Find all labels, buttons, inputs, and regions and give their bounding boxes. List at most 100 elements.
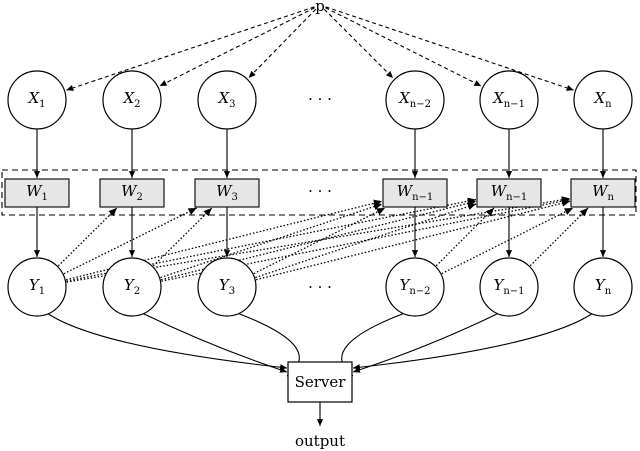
w-box-label-1: W1 bbox=[26, 182, 48, 203]
x-node-4 bbox=[385, 70, 445, 130]
w-box-label-3-subscript: 3 bbox=[232, 192, 238, 203]
x-node-label-5: Xn−1 bbox=[492, 89, 525, 110]
y-node-label-1-subscript: 1 bbox=[39, 286, 45, 297]
edge-p-to-x1 bbox=[66, 6, 315, 91]
y-node-label-5-subscript: n−1 bbox=[503, 286, 524, 297]
output-label: output bbox=[295, 432, 345, 450]
y-node-6 bbox=[573, 257, 633, 317]
edge-y6-to-server bbox=[352, 312, 594, 371]
w-box-label-6-base: W bbox=[592, 182, 609, 200]
w-box-label-4: Wn−1 bbox=[397, 182, 434, 203]
x-node-5 bbox=[479, 70, 539, 130]
y-node-label-4-subscript: n−2 bbox=[409, 286, 430, 297]
x-node-2 bbox=[102, 70, 162, 130]
ellipsis-w-row: · · · bbox=[308, 182, 332, 200]
server-label: Server bbox=[295, 373, 347, 391]
edge-p-to-x5 bbox=[325, 7, 482, 87]
w-box-label-4-subscript: n−1 bbox=[412, 192, 433, 203]
w-box-2 bbox=[99, 178, 165, 208]
edge-y5-to-w6 bbox=[529, 207, 589, 267]
x-node-6 bbox=[573, 70, 633, 130]
w-box-6 bbox=[570, 178, 636, 208]
w-box-label-1-subscript: 1 bbox=[42, 192, 48, 203]
edge-y5-to-server bbox=[352, 312, 500, 373]
x-node-label-1-base: X bbox=[27, 89, 40, 107]
w-box-label-2: W2 bbox=[121, 182, 143, 203]
y-node-label-1: Y1 bbox=[29, 276, 45, 297]
w-box-label-6: Wn bbox=[592, 182, 614, 203]
w-box-1 bbox=[4, 178, 70, 208]
x-node-label-3-base: X bbox=[217, 89, 230, 107]
y-node-3 bbox=[197, 257, 257, 317]
y-node-label-4-base: Y bbox=[399, 276, 411, 294]
y-node-label-1-base: Y bbox=[29, 276, 41, 294]
x-node-label-4-subscript: n−2 bbox=[410, 99, 431, 110]
y-node-4 bbox=[385, 257, 445, 317]
x-node-label-3: X3 bbox=[217, 89, 235, 110]
w-box-label-4-base: W bbox=[397, 182, 414, 200]
y-node-label-2-subscript: 2 bbox=[134, 286, 140, 297]
ellipsis-y-row: · · · bbox=[308, 278, 332, 296]
y-node-label-3-subscript: 3 bbox=[229, 286, 235, 297]
edge-y1-to-w3 bbox=[63, 207, 197, 275]
x-node-3 bbox=[197, 70, 257, 130]
edge-y2-to-w6 bbox=[161, 197, 571, 282]
x-node-label-4-base: X bbox=[398, 89, 411, 107]
x-node-label-6-subscript: n bbox=[605, 99, 612, 110]
edge-p-to-x3 bbox=[248, 8, 317, 79]
y-node-label-6-subscript: n bbox=[605, 286, 612, 297]
edge-y2-to-w5 bbox=[160, 199, 477, 281]
w-box-4 bbox=[382, 178, 448, 208]
x-node-label-4: Xn−2 bbox=[398, 89, 431, 110]
source-node-label: p bbox=[315, 0, 325, 15]
w-box-label-5: Wn−1 bbox=[491, 182, 528, 203]
y-node-label-6: Yn bbox=[595, 276, 612, 297]
nodes: X1W1Y1X2W2Y2X3W3Y3Xn−2Wn−1Yn−2Xn−1Wn−1Yn… bbox=[4, 70, 636, 317]
edge-y3-to-w5 bbox=[255, 203, 477, 279]
y-node-label-2-base: Y bbox=[124, 276, 136, 294]
x-node-label-6: Xn bbox=[593, 89, 612, 110]
y-node-label-3: Y3 bbox=[219, 276, 235, 297]
y-node-label-4: Yn−2 bbox=[399, 276, 430, 297]
x-node-label-5-subscript: n−1 bbox=[504, 99, 525, 110]
w-box-label-3: W3 bbox=[216, 182, 238, 203]
edge-y2-to-w4 bbox=[160, 203, 383, 279]
y-node-label-5-base: Y bbox=[493, 276, 505, 294]
x-node-label-1: X1 bbox=[27, 89, 45, 110]
w-box-3 bbox=[194, 178, 260, 208]
x-node-label-2-base: X bbox=[122, 89, 135, 107]
w-box-label-5-base: W bbox=[491, 182, 508, 200]
w-box-label-6-subscript: n bbox=[607, 192, 614, 203]
edge-y1-to-server bbox=[46, 312, 288, 371]
y-node-label-2: Y2 bbox=[124, 276, 140, 297]
y-node-1 bbox=[7, 257, 67, 317]
x-node-label-2: X2 bbox=[122, 89, 140, 110]
w-box-label-1-base: W bbox=[26, 182, 43, 200]
y-node-2 bbox=[102, 257, 162, 317]
server-box bbox=[287, 361, 353, 403]
edge-y3-to-w6 bbox=[255, 199, 571, 281]
x-node-1 bbox=[7, 70, 67, 130]
edge-p-to-x2 bbox=[159, 7, 315, 87]
w-box-5 bbox=[476, 178, 542, 208]
w-box-label-3-base: W bbox=[216, 182, 233, 200]
x-node-label-1-subscript: 1 bbox=[39, 99, 45, 110]
edge-p-to-x6 bbox=[325, 6, 574, 91]
y-node-label-5: Yn−1 bbox=[493, 276, 524, 297]
y-node-5 bbox=[479, 257, 539, 317]
w-box-label-2-base: W bbox=[121, 182, 138, 200]
x-node-label-3-subscript: 3 bbox=[229, 99, 235, 110]
ellipsis-x-row: · · · bbox=[308, 90, 332, 108]
edge-p-to-x4 bbox=[323, 8, 394, 79]
y-node-label-6-base: Y bbox=[595, 276, 607, 294]
w-row-frame bbox=[1, 169, 637, 216]
x-node-label-6-base: X bbox=[593, 89, 606, 107]
y-node-label-3-base: Y bbox=[219, 276, 231, 294]
edge-y1-to-w2 bbox=[57, 207, 118, 267]
edge-y2-to-w3 bbox=[152, 207, 213, 267]
w-box-label-5-subscript: n−1 bbox=[506, 192, 527, 203]
x-node-label-2-subscript: 2 bbox=[134, 99, 140, 110]
x-node-label-5-base: X bbox=[492, 89, 505, 107]
w-box-label-2-subscript: 2 bbox=[137, 192, 143, 203]
